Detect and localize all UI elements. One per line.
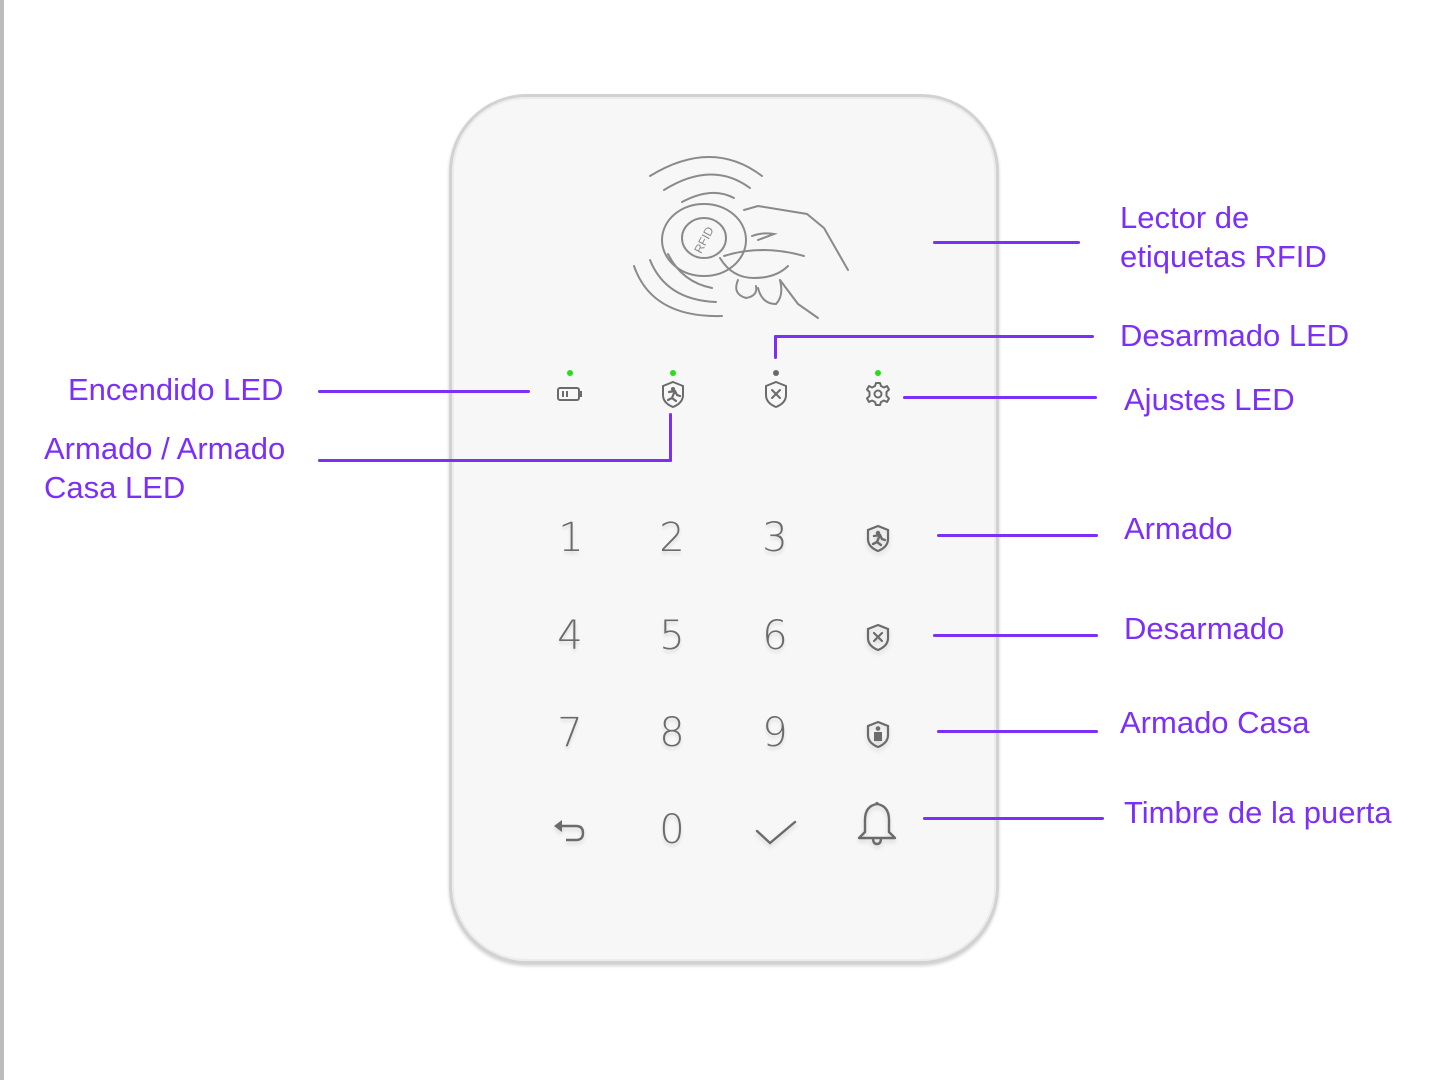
rfid-reader-label: Lector de etiquetas RFID [1120, 200, 1327, 274]
power-led-indicator [567, 370, 573, 376]
key-1[interactable]: 1 [558, 515, 584, 561]
rfid-card-tap-icon: RFID [633, 156, 849, 319]
armed-led-leader-vertical [669, 413, 672, 462]
disarmed-led-leader-line [774, 335, 1094, 338]
shield-running-person-icon [662, 380, 684, 409]
power-led-leader-line [318, 390, 530, 393]
armed-led-indicator [670, 370, 676, 376]
settings-led-label: Ajustes LED [1124, 382, 1295, 417]
key-7[interactable]: 7 [557, 710, 583, 756]
doorbell-leader-line [923, 817, 1104, 820]
home-arm-label: Armado Casa [1120, 705, 1310, 740]
settings-led-leader-line [903, 396, 1097, 399]
disarm-key[interactable] [848, 607, 908, 667]
alarm-keypad-device [449, 94, 999, 964]
doorbell-key[interactable] [847, 794, 907, 854]
key-9[interactable]: 9 [762, 710, 788, 756]
back-key[interactable] [542, 801, 602, 861]
home-arm-leader-line [937, 730, 1098, 733]
key-4[interactable]: 4 [557, 613, 583, 659]
settings-led-indicator [875, 370, 881, 376]
key-5[interactable]: 5 [659, 613, 685, 659]
disarmed-led-indicator [773, 370, 779, 376]
armed-led-leader-line [318, 459, 672, 462]
key-2[interactable]: 2 [659, 515, 685, 561]
shield-person-icon [866, 720, 890, 749]
arm-leader-line [937, 534, 1098, 537]
home-arm-key[interactable] [848, 704, 908, 764]
shield-x-icon [866, 623, 890, 652]
arm-key[interactable] [848, 508, 908, 568]
back-arrow-icon [554, 820, 585, 842]
disarmed-led-label: Desarmado LED [1120, 318, 1350, 353]
key-0[interactable]: 0 [659, 807, 685, 853]
shield-x-icon [765, 380, 787, 409]
svg-text:RFID: RFID [691, 224, 717, 256]
arm-label: Armado [1124, 511, 1233, 546]
gear-icon [866, 382, 890, 406]
key-3[interactable]: 3 [762, 515, 788, 561]
key-8[interactable]: 8 [659, 710, 685, 756]
disarm-label: Desarmado [1124, 611, 1285, 646]
checkmark-icon [755, 820, 797, 845]
disarm-leader-line [933, 634, 1098, 637]
shield-running-person-icon [866, 524, 890, 553]
rfid-reader-leader-line [933, 241, 1080, 244]
armed-led-label: Armado / Armado Casa LED [44, 431, 286, 505]
left-edge-strip [0, 0, 4, 1080]
battery-icon [557, 387, 582, 401]
bell-icon [857, 801, 897, 846]
disarmed-led-leader-vertical [774, 335, 777, 359]
doorbell-label: Timbre de la puerta [1124, 795, 1392, 830]
confirm-key[interactable] [746, 802, 806, 862]
key-6[interactable]: 6 [762, 613, 788, 659]
power-led-label: Encendido LED [68, 372, 284, 407]
